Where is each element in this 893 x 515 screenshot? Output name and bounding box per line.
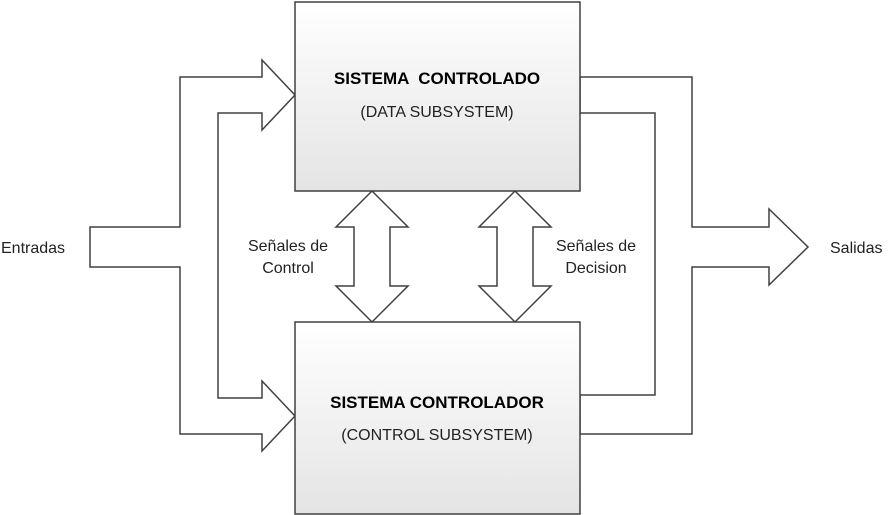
data-subsystem-subtitle: (DATA SUBSYSTEM) [360, 104, 513, 121]
control-signals-label-line2: Control [262, 260, 314, 277]
control-subsystem-title: SISTEMA CONTROLADOR [330, 393, 544, 412]
control-subsystem-box [294, 321, 581, 515]
control-signals-arrow [334, 189, 410, 324]
data-subsystem-block: SISTEMA CONTROLADO (DATA SUBSYSTEM) [294, 1, 581, 192]
inputs-label: Entradas [1, 240, 65, 257]
control-signals-label-line1: Señales de [248, 238, 328, 255]
data-subsystem-title: SISTEMA CONTROLADO [334, 69, 540, 88]
control-subsystem-subtitle: (CONTROL SUBSYSTEM) [341, 427, 532, 444]
control-subsystem-block: SISTEMA CONTROLADOR (CONTROL SUBSYSTEM) [294, 321, 581, 515]
output-merge-arrow [579, 76, 810, 435]
outputs-label: Salidas [830, 240, 882, 257]
decision-signals-label-line1: Señales de [556, 238, 636, 255]
data-subsystem-box [294, 1, 581, 192]
input-split-arrow [89, 58, 297, 453]
decision-signals-arrow [477, 189, 553, 324]
decision-signals-label-line2: Decision [565, 260, 626, 277]
